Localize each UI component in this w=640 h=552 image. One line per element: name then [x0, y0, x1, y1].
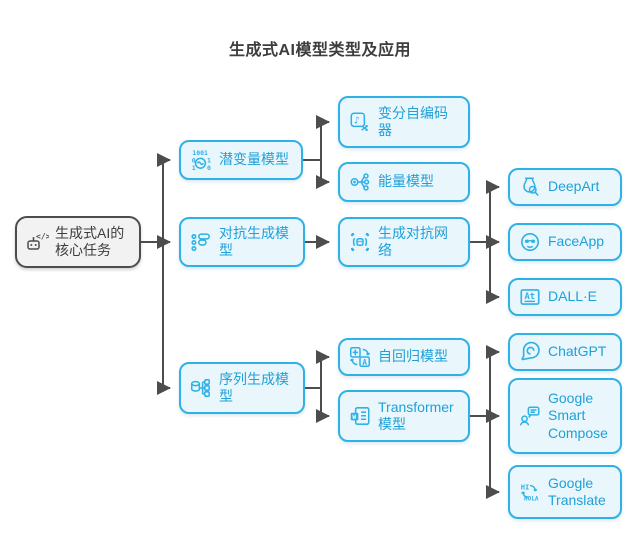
node-label: 对抗生成模型 — [219, 224, 289, 259]
svg-text:0: 0 — [192, 157, 196, 165]
node-label: 自回归模型 — [378, 348, 448, 365]
node-label: 变分自编码器 — [378, 104, 448, 139]
connector — [141, 159, 164, 389]
node-label: ChatGPT — [548, 343, 607, 360]
node-chatgpt: ChatGPT — [508, 333, 622, 371]
svg-text:W: W — [352, 414, 356, 421]
node-label: 生成式AI的核心任务 — [55, 224, 125, 259]
face-sunglasses-icon — [518, 230, 542, 254]
node-label: 序列生成模型 — [219, 370, 289, 405]
svg-text:HI: HI — [521, 482, 530, 491]
person-chat-icon — [518, 404, 542, 428]
robot-code-icon: </> — [25, 230, 49, 254]
node-dalle: At DALL·E — [508, 278, 622, 316]
node-vae: ♪ 变分自编码器 — [338, 96, 470, 148]
media-shuffle-icon: ♪ — [348, 110, 372, 134]
node-autoregressive: A 自回归模型 — [338, 338, 470, 376]
node-energy-model: 能量模型 — [338, 162, 470, 202]
hi-hola-icon: HI HOLA — [518, 480, 542, 504]
pipeline-icon — [189, 376, 213, 400]
node-root-task: </> 生成式AI的核心任务 — [15, 216, 141, 268]
node-label: 潜变量模型 — [219, 151, 289, 168]
word-doc-icon: W — [348, 404, 372, 428]
node-label: 生成对抗网络 — [378, 224, 448, 259]
node-label: Transformer模型 — [378, 398, 454, 433]
connector — [305, 356, 322, 417]
diagram-title: 生成式AI模型类型及应用 — [228, 42, 411, 59]
list-options-icon — [189, 230, 213, 254]
node-google-smart-compose: Google Smart Compose — [508, 378, 622, 454]
node-google-translate: HI HOLA Google Translate — [508, 465, 622, 519]
connector — [470, 186, 491, 298]
node-label: DeepArt — [548, 178, 600, 195]
node-gan: 生成对抗网络 — [338, 217, 470, 267]
svg-text:1001: 1001 — [192, 149, 208, 157]
node-label: 能量模型 — [378, 173, 434, 190]
node-transformer: W Transformer模型 — [338, 390, 470, 442]
node-sequence-model: 序列生成模型 — [179, 362, 305, 414]
svg-text:♪: ♪ — [354, 116, 360, 127]
svg-text:1: 1 — [192, 164, 196, 172]
text-at-icon: At — [518, 285, 542, 309]
node-label: DALL·E — [548, 288, 598, 305]
network-nodes-icon — [348, 170, 372, 194]
node-adversarial-model: 对抗生成模型 — [179, 217, 305, 267]
connector — [470, 351, 491, 493]
node-label: Google Translate — [548, 474, 606, 509]
svg-text:At: At — [525, 292, 536, 302]
svg-text:1: 1 — [207, 157, 211, 165]
node-label: Google Smart Compose — [548, 389, 608, 441]
node-faceapp: FaceApp — [508, 223, 622, 261]
node-latent-model: 1001 0 1 1 0 潜变量模型 — [179, 140, 303, 180]
binary-matrix-icon: 1001 0 1 1 0 — [189, 148, 213, 172]
svg-text:</>: </> — [36, 232, 49, 241]
svg-text:0: 0 — [207, 164, 211, 172]
chat-bubble-icon — [518, 340, 542, 364]
vase-search-icon — [518, 175, 542, 199]
svg-text:HOLA: HOLA — [524, 496, 539, 503]
face-scan-icon — [348, 230, 372, 254]
connector — [303, 121, 322, 183]
translate-refresh-icon: A — [348, 345, 372, 369]
node-deepart: DeepArt — [508, 168, 622, 206]
svg-text:A: A — [362, 358, 367, 367]
node-label: FaceApp — [548, 233, 605, 250]
